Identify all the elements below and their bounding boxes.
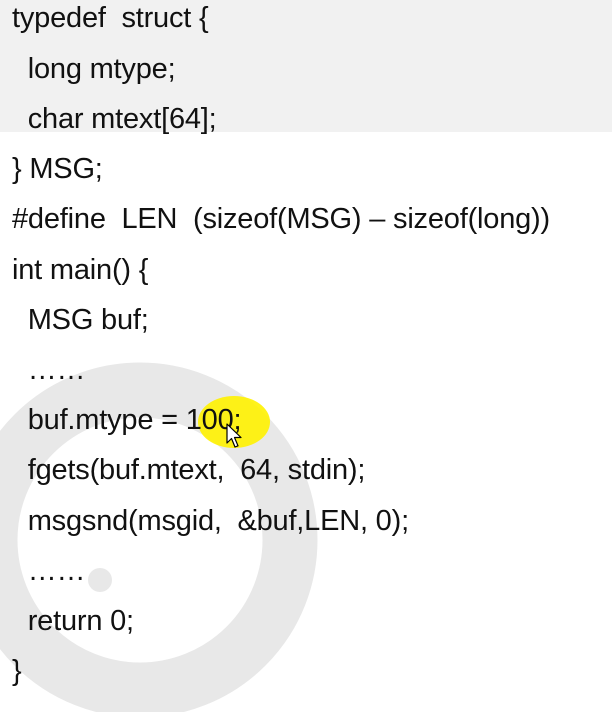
code-line-2: long mtype; (12, 53, 176, 85)
code-line-9: buf.mtype = 100; (12, 404, 242, 436)
circle-logo-watermark-icon (0, 362, 318, 712)
code-line-11: msgsnd(msgid, &buf,LEN, 0); (12, 505, 409, 537)
code-line-10: fgets(buf.mtext, 64, stdin); (12, 454, 366, 486)
mouse-pointer-icon (226, 423, 242, 448)
code-line-3: char mtext[64]; (12, 103, 217, 135)
code-line-6: int main() { (12, 254, 149, 286)
code-line-1: typedef struct { (12, 2, 209, 34)
code-line-4: } MSG; (12, 153, 103, 185)
code-line-12: …… (12, 555, 86, 587)
code-line-13: return 0; (12, 605, 134, 637)
code-line-7: MSG buf; (12, 304, 149, 336)
code-line-8: …… (12, 354, 86, 386)
code-line-5: #define LEN (sizeof(MSG) – sizeof(long)) (12, 203, 550, 235)
top-background-band (0, 0, 612, 132)
code-line-14: } (12, 655, 22, 687)
